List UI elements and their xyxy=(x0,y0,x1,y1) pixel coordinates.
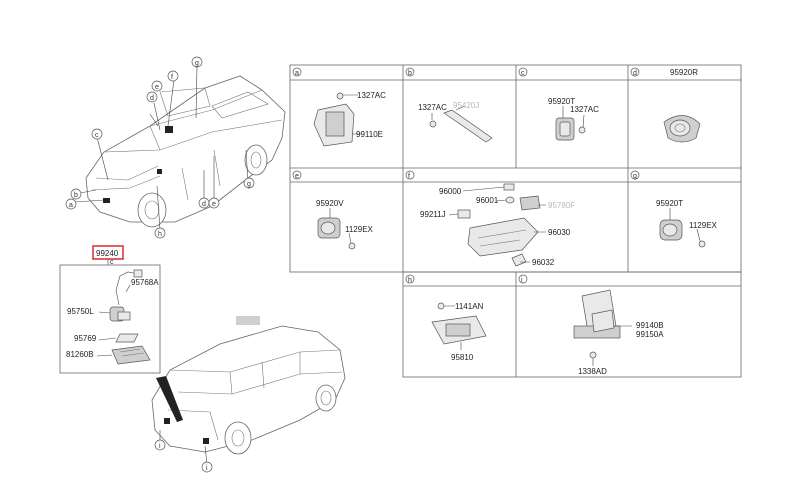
label-f-96030: 96030 xyxy=(548,228,571,237)
callout-d-top[interactable]: d xyxy=(150,95,154,102)
cell-a: a 1327AC 99110E xyxy=(292,67,386,147)
label-95750L: 95750L xyxy=(67,307,94,316)
label-h-95810: 95810 xyxy=(451,353,474,362)
cell-c: c 95920T 1327AC xyxy=(518,67,599,141)
cell-h: h 1141AN 95810 xyxy=(405,274,487,362)
part-99240-ref: c xyxy=(110,259,114,266)
label-a-1327AC: 1327AC xyxy=(357,91,386,100)
cell-f: f 96000 96001 99211J 95780F 96030 96032 xyxy=(405,170,575,267)
cell-a-letter: a xyxy=(295,70,299,77)
overview-callout-circles: a b c d e f g h d e g i i xyxy=(65,56,255,473)
cell-h-letter: h xyxy=(408,277,412,284)
label-e-95920V: 95920V xyxy=(316,199,344,208)
callout-e-top[interactable]: e xyxy=(155,84,159,91)
cell-e-letter: e xyxy=(295,173,299,180)
main-part-number: 99240 xyxy=(96,249,119,258)
label-a-99110E: 99110E xyxy=(356,130,383,139)
label-i-1338AD: 1338AD xyxy=(578,367,607,376)
label-i-99140B: 99140B xyxy=(636,321,664,330)
callout-f[interactable]: f xyxy=(171,74,173,81)
label-95769: 95769 xyxy=(74,334,97,343)
front-vehicle-illustration xyxy=(85,75,286,228)
callout-e-bottom[interactable]: e xyxy=(212,201,216,208)
label-f-96032: 96032 xyxy=(532,258,555,267)
callout-h[interactable]: h xyxy=(158,231,162,238)
label-c-95920T: 95920T xyxy=(548,97,575,106)
front-callouts xyxy=(74,65,249,231)
parts-grid xyxy=(289,64,742,378)
label-b-1327AC: 1327AC xyxy=(418,103,447,112)
rear-vehicle-illustration xyxy=(151,316,346,465)
label-f-99211J: 99211J xyxy=(420,210,446,219)
part-99240-group: 99240 95768A 95750L 95769 81260B xyxy=(59,245,161,374)
cell-e: e 95920V 1129EX xyxy=(292,170,374,250)
label-b-95420J: 95420J xyxy=(453,101,479,110)
label-g-1129EX: 1129EX xyxy=(689,221,718,230)
callout-g-bottom[interactable]: g xyxy=(247,181,251,188)
callout-b[interactable]: b xyxy=(74,192,78,199)
rear-gray-label xyxy=(236,316,260,325)
label-81260B: 81260B xyxy=(66,350,94,359)
cell-g: g 95920T 1129EX xyxy=(630,170,718,248)
label-f-96000: 96000 xyxy=(439,187,462,196)
label-e-1129EX: 1129EX xyxy=(345,225,374,234)
label-g-95920T: 95920T xyxy=(656,199,683,208)
label-95768A: 95768A xyxy=(131,278,159,287)
cell-d-letter: d xyxy=(633,70,637,77)
cell-g-letter: g xyxy=(633,173,637,180)
part-99240-detail-box xyxy=(59,264,161,374)
label-f-95780F: 95780F xyxy=(548,201,575,210)
cell-d-title: 95920R xyxy=(670,68,698,77)
cell-b: b 1327AC 95420J xyxy=(405,67,493,143)
cell-b-letter: b xyxy=(408,70,412,77)
callout-a[interactable]: a xyxy=(69,202,73,209)
cell-f-letter: f xyxy=(408,173,410,180)
callout-i-left[interactable]: i xyxy=(159,443,161,450)
part-99240-ref-letter: c xyxy=(110,259,114,266)
callout-g-top[interactable]: g xyxy=(195,60,199,67)
callout-i-right[interactable]: i xyxy=(206,465,208,472)
cell-c-letter: c xyxy=(521,70,525,77)
label-f-96001: 96001 xyxy=(476,196,499,205)
cell-i-letter: i xyxy=(521,277,523,284)
cell-d: d 95920R xyxy=(630,67,701,143)
callout-d-bottom[interactable]: d xyxy=(202,201,206,208)
cell-i: i 99140B 99150A 1338AD xyxy=(518,274,664,376)
callout-c[interactable]: c xyxy=(95,132,99,139)
label-h-1141AN: 1141AN xyxy=(455,302,484,311)
label-c-1327AC: 1327AC xyxy=(570,105,599,114)
label-i-99150A: 99150A xyxy=(636,330,664,339)
